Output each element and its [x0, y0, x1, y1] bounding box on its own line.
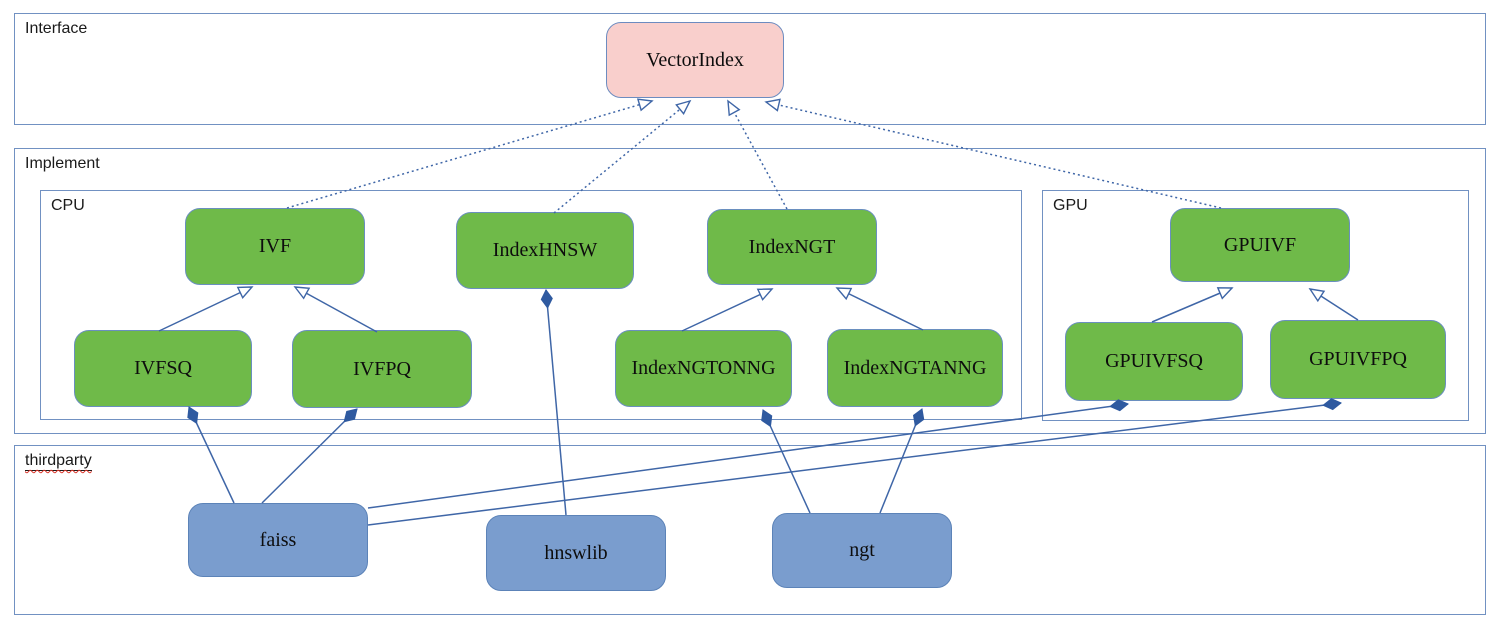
node-ivfpq: IVFPQ [292, 330, 472, 408]
node-ngt: ngt [772, 513, 952, 588]
container-thirdparty-label-text: thirdparty [25, 452, 92, 469]
node-indexngtonng: IndexNGTONNG [615, 330, 792, 407]
node-gpuivfpq: GPUIVFPQ [1270, 320, 1446, 399]
node-indexhnsw: IndexHNSW [456, 212, 634, 289]
container-gpu-label: GPU [1053, 197, 1088, 214]
node-hnswlib: hnswlib [486, 515, 666, 591]
container-implement-label: Implement [25, 155, 100, 172]
node-vectorindex: VectorIndex [606, 22, 784, 98]
container-thirdparty-label: thirdparty [25, 452, 92, 471]
container-interface-label: Interface [25, 20, 88, 37]
node-ivf: IVF [185, 208, 365, 285]
node-ivfsq: IVFSQ [74, 330, 252, 407]
node-gpuivf: GPUIVF [1170, 208, 1350, 282]
node-indexngt: IndexNGT [707, 209, 877, 285]
node-gpuivfsq: GPUIVFSQ [1065, 322, 1243, 401]
node-faiss: faiss [188, 503, 368, 577]
container-cpu-label: CPU [51, 197, 85, 214]
node-indexngtanng: IndexNGTANNG [827, 329, 1003, 407]
